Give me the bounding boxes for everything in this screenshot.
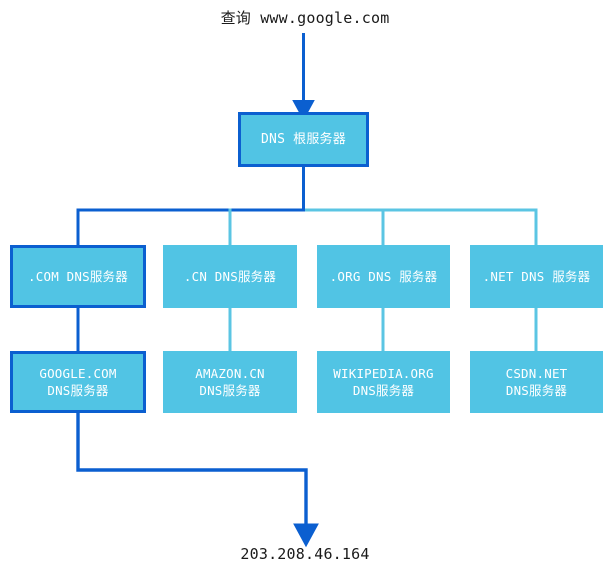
- node-label: .ORG DNS 服务器: [329, 269, 438, 284]
- node-tld-net[interactable]: .NET DNS 服务器: [470, 245, 603, 308]
- resolved-ip-label: 203.208.46.164: [240, 545, 370, 563]
- query-label: 查询 www.google.com: [220, 9, 390, 27]
- node-label-line2: DNS服务器: [352, 383, 415, 398]
- node-label-line1: AMAZON.CN: [195, 366, 265, 381]
- node-tld-cn[interactable]: .CN DNS服务器: [163, 245, 297, 308]
- node-label: DNS 根服务器: [261, 132, 346, 147]
- node-authoritative-amazon-cn[interactable]: AMAZON.CN DNS服务器: [163, 351, 297, 413]
- node-label-line2: DNS服务器: [199, 383, 261, 398]
- node-authoritative-wikipedia-org[interactable]: WIKIPEDIA.ORG DNS服务器: [317, 351, 450, 413]
- node-label-line1: CSDN.NET: [505, 366, 568, 381]
- node-dns-root-server[interactable]: DNS 根服务器: [238, 112, 369, 167]
- node-label: .NET DNS 服务器: [482, 269, 591, 284]
- node-authoritative-google-com[interactable]: GOOGLE.COM DNS服务器: [10, 351, 146, 413]
- node-label-line1: WIKIPEDIA.ORG: [333, 366, 434, 381]
- answer-path: [76, 413, 319, 548]
- node-tld-org[interactable]: .ORG DNS 服务器: [317, 245, 450, 308]
- node-label: .COM DNS服务器: [28, 269, 128, 284]
- node-label: .CN DNS服务器: [183, 269, 277, 284]
- node-label-line1: GOOGLE.COM: [39, 366, 117, 381]
- node-authoritative-csdn-net[interactable]: CSDN.NET DNS服务器: [470, 351, 603, 413]
- node-label-line2: DNS服务器: [47, 383, 109, 398]
- node-label-line2: DNS服务器: [505, 383, 568, 398]
- node-tld-com[interactable]: .COM DNS服务器: [10, 245, 146, 308]
